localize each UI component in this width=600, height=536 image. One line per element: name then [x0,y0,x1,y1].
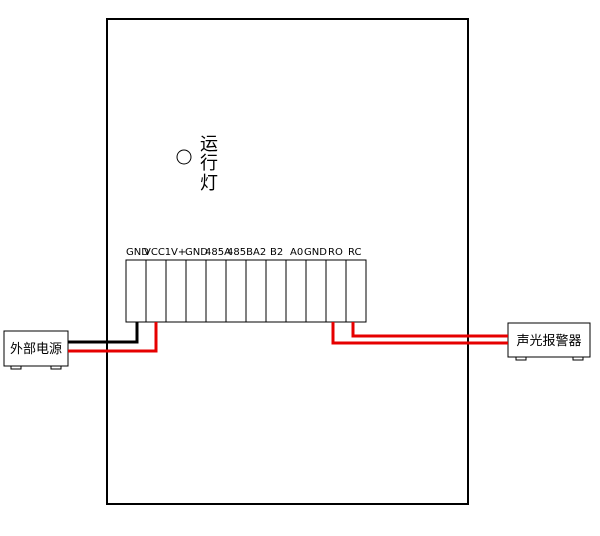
terminal-label-a0: A0 [290,247,303,258]
indicator-label-char-1: 运 [200,134,218,155]
rc-wire-red [351,322,508,338]
terminal-label-b2: B2 [270,247,283,258]
indicator-label-char-2: 行 [200,153,218,174]
gnd-wire-black [68,322,139,344]
terminal-label-485a: 485A [205,247,231,258]
indicator-label-char-3: 灯 [200,173,218,194]
terminal-label-gnd-3: GND [304,247,327,258]
terminal-label-485b: 485B [227,247,253,258]
terminal-labels: GND VCC1 V+ GND 485A 485B A2 B2 A0 GND R… [126,247,361,258]
ro-wire-red [331,322,508,345]
terminal-label-gnd-1: GND [126,247,149,258]
terminal-label-vplus: V+ [171,247,186,258]
power-supply-label: 外部电源 [10,342,62,357]
alarm-device: 声光报警器 [507,322,591,361]
run-indicator-icon [176,149,192,165]
terminal-label-ro: RO [328,247,343,258]
power-supply-device: 外部电源 [3,330,69,370]
terminal-label-gnd-2: GND [185,247,208,258]
main-enclosure [106,18,469,505]
terminal-block [125,259,367,323]
terminal-label-a2: A2 [253,247,266,258]
alarm-label: 声光报警器 [516,333,581,349]
terminal-label-vcc1: VCC1 [144,247,171,258]
terminal-label-rc: RC [348,247,361,258]
vcc-wire-red [68,322,158,353]
